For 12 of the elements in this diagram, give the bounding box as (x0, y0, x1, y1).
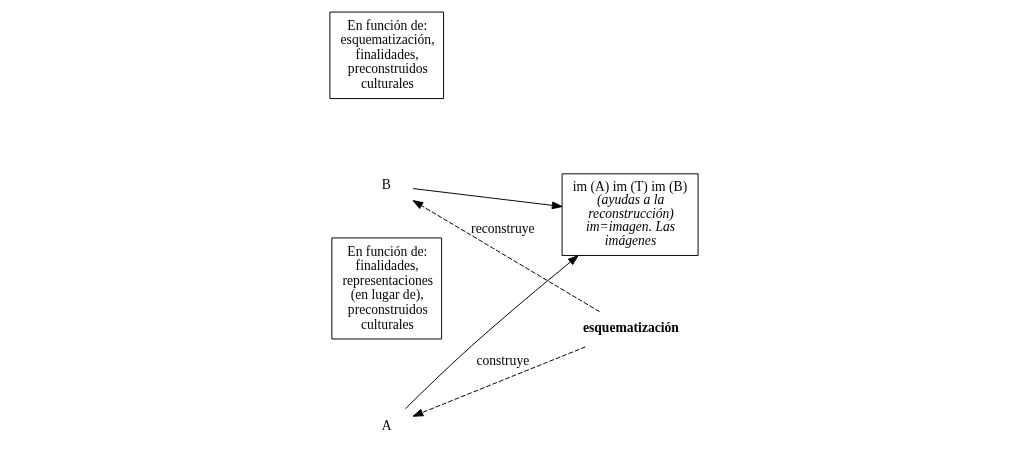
arrow (412, 188, 563, 210)
edge-label: construye (476, 353, 530, 369)
arrow (404, 255, 579, 410)
edge-label: reconstruye (471, 221, 535, 237)
node-text: B (381, 177, 391, 193)
node-box: En función de: esquematización, finalidades, preconstruidos culturales (329, 11, 445, 100)
node-box: En función de: finalidades, representaciones (en lugar de), preconstruidos culturales (331, 237, 443, 340)
node-box: im (A) im (T) im (B) (ayudas a la reconstrucción) im=imagen. Las imágenes (561, 173, 699, 256)
arrow (412, 200, 601, 313)
arrow (412, 346, 586, 417)
node-text: esquematización (582, 319, 679, 335)
node-text: A (381, 418, 392, 434)
